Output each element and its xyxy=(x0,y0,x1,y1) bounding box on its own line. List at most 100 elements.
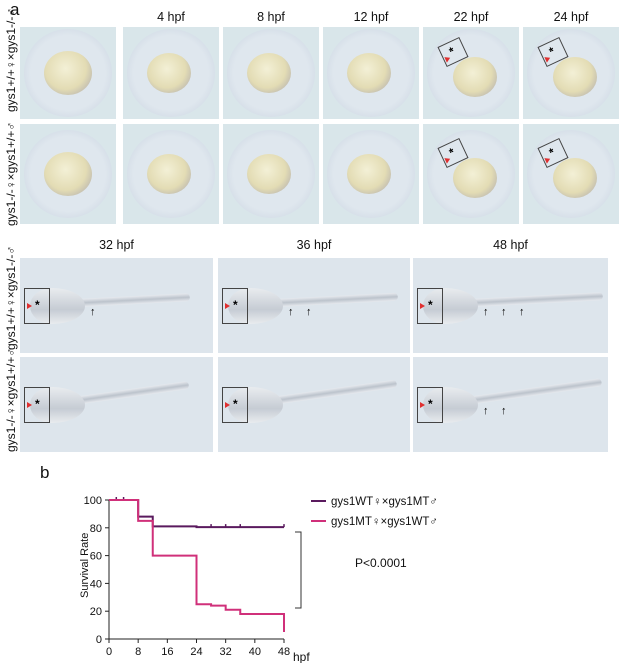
asterisk-marker: * xyxy=(428,298,433,312)
timepoint-label: 36 hpf xyxy=(296,238,332,252)
row-label-cross-1: gys1+/+♀×gys1-/-♂ xyxy=(4,7,18,112)
embryo-image xyxy=(123,27,219,119)
asterisk-marker: * xyxy=(35,298,40,312)
significance-bracket xyxy=(295,531,302,609)
x-tick-label: 0 xyxy=(106,646,112,658)
yolk xyxy=(553,57,597,97)
arrow-icon: ↑ xyxy=(519,306,525,318)
yolk xyxy=(247,154,291,194)
red-arrowhead-icon xyxy=(27,303,32,309)
yolk xyxy=(347,154,391,194)
asterisk-marker: * xyxy=(233,298,238,312)
timepoint-label: 24 hpf xyxy=(553,10,589,24)
head-box: * xyxy=(417,387,443,423)
y-tick-label: 60 xyxy=(90,551,102,563)
yolk xyxy=(147,154,191,194)
timepoint-label: 22 hpf xyxy=(453,10,489,24)
arrow-icon: ↑ xyxy=(288,306,294,318)
embryo-image: * xyxy=(523,27,619,119)
yolk xyxy=(453,57,497,97)
red-arrowhead-icon xyxy=(444,156,452,164)
embryo-image xyxy=(20,27,116,119)
larva-image: * ↑ ↑ ↑ xyxy=(413,258,608,353)
larva-image: * xyxy=(218,357,410,452)
survival-chart: P<0.0001 hpf Survival Rate gys1WT♀×gys1M… xyxy=(79,495,438,663)
red-arrowhead-icon xyxy=(444,55,452,63)
timepoint-label: 12 hpf xyxy=(353,10,389,24)
timepoint-label: 32 hpf xyxy=(99,238,134,252)
embryo-image: * xyxy=(423,27,519,119)
larva-body xyxy=(30,288,85,324)
survival-curve-2 xyxy=(109,499,285,633)
timepoint-label: 4 hpf xyxy=(157,10,185,24)
x-tick-label: 24 xyxy=(190,646,202,658)
larva-body xyxy=(228,288,283,324)
larva-image: * ↑ ↑ xyxy=(218,258,410,353)
panel-b-label: b xyxy=(40,463,50,482)
head-box: * xyxy=(417,288,443,324)
survival-curve-1 xyxy=(109,499,284,529)
yolk xyxy=(453,158,497,198)
x-tick-label: 48 xyxy=(278,646,290,658)
panel-a-label: a xyxy=(10,0,20,19)
larva-image: *↑ xyxy=(20,258,213,353)
red-arrowhead-icon xyxy=(225,303,230,309)
arrow-icon: ↑ xyxy=(306,306,312,318)
arrow-icon: ↑ xyxy=(501,405,507,417)
red-arrowhead-icon xyxy=(544,156,552,164)
x-axis-label: hpf xyxy=(293,650,310,663)
larva-body xyxy=(30,387,85,423)
red-arrowhead-icon xyxy=(420,402,425,408)
head-box: * xyxy=(222,288,248,324)
timepoint-label: 48 hpf xyxy=(493,238,528,252)
arrow-icon: ↑ xyxy=(90,306,96,318)
row-label-cross-1-larva: gys1+/+♀×gys1-/-♂ xyxy=(4,245,18,350)
embryo-image xyxy=(20,124,116,224)
row-label-cross-2-larva: gys1-/-♀×gys1+/+♂ xyxy=(4,347,18,452)
legend-label-2: gys1MT♀×gys1WT♂ xyxy=(331,516,438,528)
red-arrowhead-icon xyxy=(420,303,425,309)
arrow-icon: ↑ xyxy=(483,405,489,417)
yolk xyxy=(147,53,191,93)
yolk xyxy=(44,152,92,196)
p-value-annotation: P<0.0001 xyxy=(355,556,407,570)
head-box: * xyxy=(222,387,248,423)
x-tick-label: 32 xyxy=(220,646,232,658)
y-axis-label: Survival Rate xyxy=(79,533,91,598)
y-tick-label: 100 xyxy=(84,495,102,507)
embryo-image xyxy=(223,124,319,224)
y-tick-label: 40 xyxy=(90,578,102,590)
larva-image: * xyxy=(20,357,213,452)
embryo-image: * xyxy=(523,124,619,224)
embryo-image xyxy=(223,27,319,119)
head-box: * xyxy=(24,387,50,423)
y-tick-label: 0 xyxy=(96,634,102,646)
y-tick-label: 80 xyxy=(90,523,102,535)
asterisk-marker: * xyxy=(233,397,238,411)
larva-image: * ↑ ↑ xyxy=(413,357,608,452)
red-arrowhead-icon xyxy=(225,402,230,408)
asterisk-marker: * xyxy=(428,397,433,411)
yolk xyxy=(44,51,92,95)
yolk xyxy=(247,53,291,93)
arrow-icon: ↑ xyxy=(501,306,507,318)
head-box: * xyxy=(24,288,50,324)
embryo-image xyxy=(323,124,419,224)
larva-body xyxy=(423,288,478,324)
y-tick-label: 20 xyxy=(90,606,102,618)
larva-body xyxy=(423,387,478,423)
yolk xyxy=(347,53,391,93)
x-tick-label: 8 xyxy=(135,646,141,658)
embryo-image: * xyxy=(423,124,519,224)
yolk xyxy=(553,158,597,198)
red-arrowhead-icon xyxy=(544,55,552,63)
legend-label-1: gys1WT♀×gys1MT♂ xyxy=(331,496,438,508)
x-tick-label: 16 xyxy=(161,646,173,658)
embryo-image xyxy=(123,124,219,224)
timepoint-label: 8 hpf xyxy=(257,10,285,24)
larva-body xyxy=(228,387,283,423)
embryo-image xyxy=(323,27,419,119)
arrow-icon: ↑ xyxy=(483,306,489,318)
row-label-cross-2: gys1-/-♀×gys1+/+♂ xyxy=(4,121,18,226)
